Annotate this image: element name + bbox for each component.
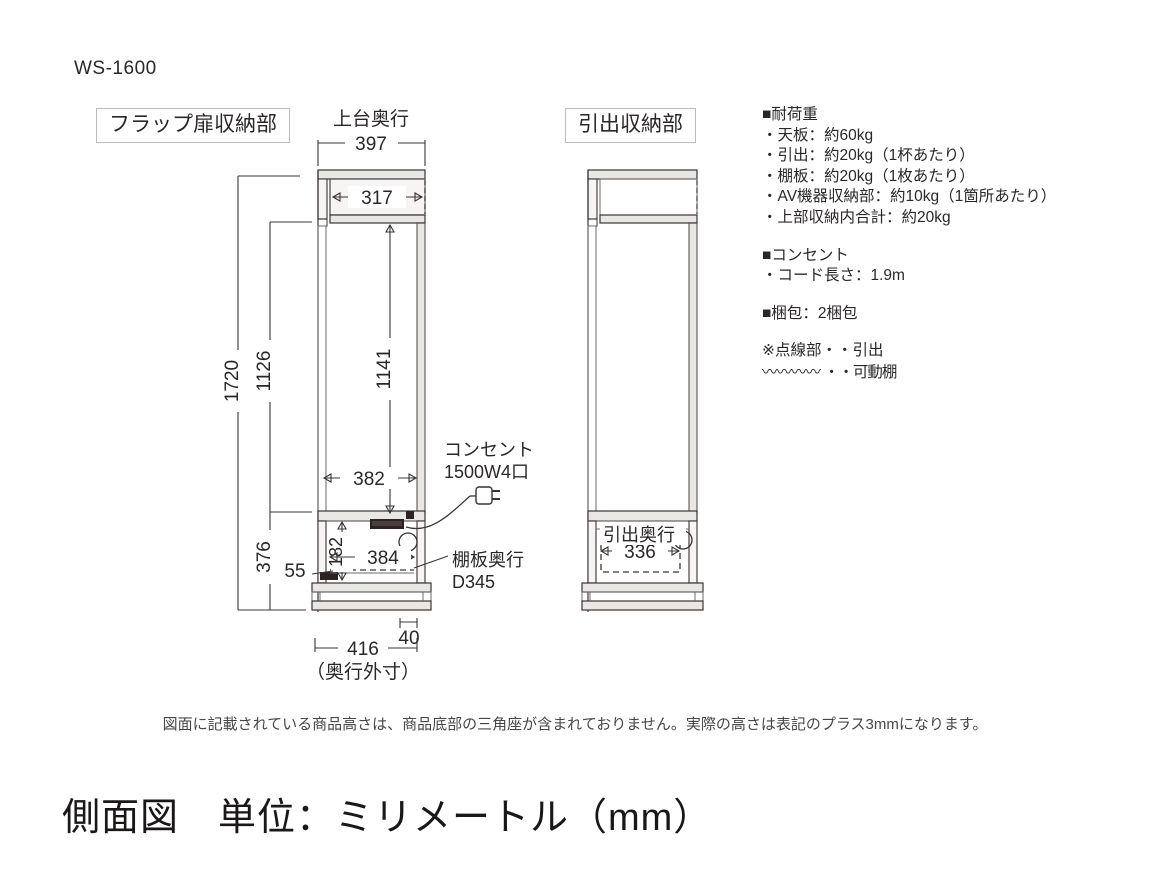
shelf-note-line1: 棚板奥行 xyxy=(452,550,524,570)
right-base-plinth xyxy=(581,582,704,611)
power-cord xyxy=(405,495,471,530)
dim-value-1720: 1720 xyxy=(222,360,243,402)
spec-line: ・引出：約20kg（1杯あたり） xyxy=(762,147,975,165)
model-code: WS-1600 xyxy=(74,58,157,79)
outlet-label-line2: 1500W4口 xyxy=(444,462,529,482)
spec-line: 〰〰〰〰 ・・可動棚 xyxy=(762,362,897,381)
dim-value-382: 382 xyxy=(353,469,385,490)
drawer-dashed-outline xyxy=(600,534,681,573)
spec-line: ・上部収納内合計：約20kg xyxy=(762,208,951,226)
spec-group: ■耐荷重・天板：約60kg ・引出：約20kg（1杯あたり） ・棚板：約20kg（1… xyxy=(762,105,1092,229)
left-base-plinth xyxy=(311,582,432,611)
shelf-depth-annotation xyxy=(413,555,449,569)
dim-value-1141: 1141 xyxy=(374,349,395,390)
spec-heading: ■耐荷重 xyxy=(762,106,818,123)
outlet-label-line1: コンセント xyxy=(444,440,534,460)
dim-value-376: 376 xyxy=(254,541,275,573)
dim-value-55: 55 xyxy=(284,561,305,582)
spec-heading: ■コンセント xyxy=(762,246,849,264)
right-upper-cabinet xyxy=(587,169,698,227)
dim-value-336: 336 xyxy=(624,542,656,563)
dim-inner-317: 317 xyxy=(331,186,424,209)
dim-caption-top-depth: 上台奥行 xyxy=(333,108,409,130)
section-label-flap: フラップ扉収納部 xyxy=(96,108,290,144)
dim-value-317: 317 xyxy=(361,188,393,209)
section-label-drawer: 引出収納部 xyxy=(565,108,696,144)
specification-block: ■耐荷重・天板：約60kg ・引出：約20kg（1杯あたり） ・棚板：約20kg（1… xyxy=(762,105,1092,383)
spec-line: ・棚板：約20kg（1枚あたり） xyxy=(762,167,975,185)
spec-group: ■コンセント・コード長さ：1.9m xyxy=(762,246,1092,287)
shelf-note-line2: D345 xyxy=(452,572,495,592)
dim-1720: 1720 xyxy=(222,175,306,611)
dim-value-397: 397 xyxy=(355,134,387,155)
outlet-annotation xyxy=(405,486,500,530)
spec-group: ■梱包：2梱包 xyxy=(762,304,1092,325)
dim-value-182: 182 xyxy=(326,537,346,567)
dim-value-40: 40 xyxy=(398,628,419,649)
spec-line: ・コード長さ：1.9m xyxy=(762,267,905,285)
dim-182: 182 xyxy=(326,520,353,582)
dim-drawer-336: 336 xyxy=(599,540,681,563)
spec-heading: ※点線部・・引出 xyxy=(762,342,884,360)
dim-inner-1141: 1141 xyxy=(374,223,401,515)
drawer-depth-caption: 引出奥行 xyxy=(603,525,675,545)
spec-line: ・AV機器収納部：約10kg（1箇所あたり） xyxy=(762,188,1057,206)
dim-376: 376 xyxy=(254,512,281,610)
dim-382: 382 xyxy=(322,467,418,490)
spec-heading: ■梱包：2梱包 xyxy=(762,304,858,322)
disclaimer-text: 図面に記載されている商品高さは、商品底部の三角座が含まれておりません。実際の高さ… xyxy=(162,716,988,733)
dim-value-1126: 1126 xyxy=(254,351,275,392)
bottom-heading: 側面図 単位：ミリメートル（mm） xyxy=(62,797,713,839)
dim-1126: 1126 xyxy=(254,221,312,513)
dim-55: 55 xyxy=(278,559,334,582)
dim-top-depth: 397 xyxy=(317,134,426,166)
dim-384: 384 xyxy=(328,546,416,569)
spec-group: ※点線部・・引出〰〰〰〰 ・・可動棚 xyxy=(762,341,1092,382)
dim-value-384: 384 xyxy=(367,548,399,569)
plug-icon xyxy=(470,486,500,505)
spec-line: ・天板：約60kg xyxy=(762,126,874,144)
dim-416: 416 xyxy=(314,638,418,660)
dim-value-416: 416 xyxy=(347,639,379,660)
dim-note-outer-depth: （奥行外寸） xyxy=(306,661,420,683)
dim-40: 40 xyxy=(398,618,420,649)
